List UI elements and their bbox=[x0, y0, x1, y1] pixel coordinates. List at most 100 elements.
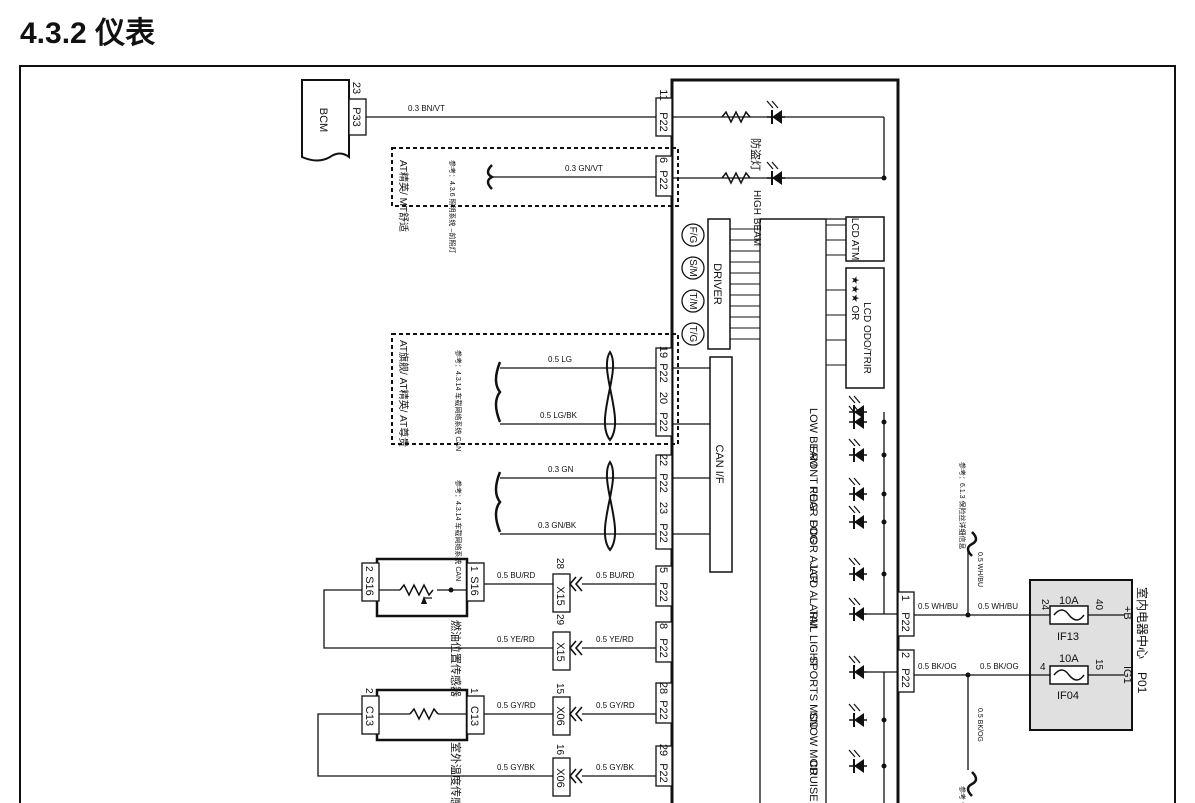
ref-fuse: 参考：6.1.3 保险丝详细信息 bbox=[958, 462, 967, 550]
anti-theft-led-icon bbox=[766, 100, 786, 125]
fuse-rating: 10A bbox=[1059, 595, 1079, 607]
can-reference-box bbox=[391, 333, 679, 445]
anti-theft-label: 防盗灯 bbox=[749, 138, 763, 171]
variant-can: AT旗舰/ AT精英/ AT尊贵 bbox=[397, 340, 410, 447]
plus-b-label: +B bbox=[1121, 606, 1133, 620]
lcd-stars: ★★★ OR bbox=[849, 276, 860, 321]
indicator-label: SNOW MOD bbox=[807, 712, 819, 775]
wire-burd2: 0.5 BU/RD bbox=[596, 571, 634, 580]
wire-burd1: 0.5 BU/RD bbox=[497, 571, 535, 580]
indicator-leds bbox=[848, 395, 868, 774]
fuse-box-label: 室内电器中心 bbox=[1135, 587, 1150, 659]
lcd-atm-block bbox=[845, 216, 885, 262]
p22-pin: 6 bbox=[657, 157, 669, 163]
s16-pin: 2 bbox=[363, 566, 374, 572]
indicator-led-icon bbox=[848, 395, 868, 420]
c13-label: C13 bbox=[468, 706, 480, 726]
x06-pin: 16 bbox=[554, 744, 565, 756]
c13-pin: 1 bbox=[468, 688, 479, 694]
s16-label: S16 bbox=[468, 576, 480, 596]
gauge-tg: T/G bbox=[687, 326, 698, 343]
p33-label: P33 bbox=[350, 107, 362, 127]
indicator-label: SPORTS MOD bbox=[807, 656, 819, 730]
driver-label: DRIVER bbox=[711, 263, 723, 305]
p01-pin: 15 bbox=[1093, 659, 1104, 671]
bcm-module: BCM P33 23 bbox=[301, 79, 367, 162]
lcd-odo-block bbox=[845, 267, 885, 389]
indicator-label: TAIL LIGHT bbox=[807, 610, 819, 668]
gauge-tm: T/M bbox=[687, 292, 698, 309]
p22-pin: 19 bbox=[657, 346, 669, 358]
x06-label: X06 bbox=[554, 768, 566, 788]
wire-bnvt: 0.3 BN/VT bbox=[408, 104, 445, 113]
lcd-odo-label: LCD ODO/TRIR bbox=[861, 302, 872, 374]
gauge-sm: S/M bbox=[687, 259, 698, 277]
indicator-label: FRONT FOG bbox=[807, 446, 819, 511]
s16-pin: 1 bbox=[468, 566, 479, 572]
ig1-label: IG1 bbox=[1121, 666, 1133, 684]
wire-whbu-vertical: 0.5 WH/BU bbox=[976, 552, 983, 587]
wire-gybk1: 0.5 GY/BK bbox=[497, 763, 535, 772]
indicator-led-icon bbox=[848, 557, 868, 582]
twisted-pair-icon bbox=[604, 350, 616, 442]
ref-can1: 参考：4.3.14 车载网络系统 CAN bbox=[454, 350, 463, 451]
connector-chevron-icon bbox=[569, 768, 583, 784]
wire-gyrd1: 0.5 GY/RD bbox=[497, 701, 536, 710]
instrument-cluster bbox=[670, 78, 900, 803]
p22-pin: 5 bbox=[657, 567, 669, 573]
fuse-if04: IF04 bbox=[1057, 690, 1079, 702]
p22-label: P22 bbox=[657, 112, 669, 132]
p22-pin: 28 bbox=[657, 682, 669, 694]
p22-pin: 20 bbox=[657, 392, 669, 404]
indicator-led-icon bbox=[848, 655, 868, 680]
x15-pin: 28 bbox=[554, 558, 565, 570]
c13-pin: 2 bbox=[363, 688, 374, 694]
fuse-if13: IF13 bbox=[1057, 631, 1079, 643]
p22-label: P22 bbox=[657, 700, 669, 720]
can-if-block bbox=[709, 356, 733, 573]
temp-sensor-label: 室外温度传感器 bbox=[449, 742, 463, 803]
indicator-led-icon bbox=[848, 477, 868, 502]
p01-pin: 4 bbox=[1040, 662, 1046, 673]
lighting-reference-box bbox=[391, 147, 679, 207]
x06-pin: 15 bbox=[554, 683, 565, 695]
p22-connector-stubs bbox=[655, 97, 915, 787]
diagram-frame bbox=[19, 65, 1176, 803]
indicator-label: DOOR AJAR bbox=[807, 520, 819, 584]
gauge-fg: F/G bbox=[687, 227, 698, 244]
indicator-led-icon bbox=[848, 505, 868, 530]
variant-top: AT精英/ MT舒适 bbox=[397, 160, 410, 232]
wire-bkog1: 0.5 BK/OG bbox=[918, 662, 957, 671]
indicator-label: LCD ALARM bbox=[807, 566, 819, 628]
x15-label: X15 bbox=[554, 586, 566, 606]
p22-pin: 23 bbox=[657, 502, 669, 514]
wire-gnvt: 0.3 GN/VT bbox=[565, 164, 603, 173]
ref-can2: 参考：4.3.14 车载网络系统 CAN bbox=[454, 480, 463, 581]
ref-lighting: 参考：4.3.6 照明系统 –前照灯 bbox=[448, 160, 457, 253]
wire-gnbk: 0.3 GN/BK bbox=[538, 521, 577, 530]
x06-label: X06 bbox=[554, 706, 566, 726]
indicator-label: CRUISE bbox=[807, 760, 819, 802]
wire-gn: 0.3 GN bbox=[548, 465, 574, 474]
lcd-atm-label: LCD ATM bbox=[849, 218, 860, 261]
x15-pin: 29 bbox=[554, 614, 565, 626]
wire-bkog2: 0.5 BK/OG bbox=[980, 662, 1019, 671]
p22-label: P22 bbox=[657, 763, 669, 783]
p22-pin: 1 bbox=[899, 595, 911, 601]
fuel-sensor-label: 燃油位置传感器 bbox=[449, 620, 463, 697]
s16-label: S16 bbox=[363, 576, 375, 596]
wire-lg: 0.5 LG bbox=[548, 355, 572, 364]
wire-yerd2: 0.5 YE/RD bbox=[596, 635, 634, 644]
x15-label: X15 bbox=[554, 642, 566, 662]
p01-pin: 40 bbox=[1093, 599, 1104, 611]
p22-label: P22 bbox=[657, 170, 669, 190]
high-beam-led-icon bbox=[766, 161, 786, 186]
p22-label: P22 bbox=[899, 668, 911, 688]
c13-label: C13 bbox=[363, 706, 375, 726]
wire-gybk2: 0.5 GY/BK bbox=[596, 763, 634, 772]
bcm-label: BCM bbox=[317, 108, 329, 132]
p22-pin: 29 bbox=[657, 744, 669, 756]
p33-pin: 23 bbox=[350, 82, 362, 94]
p22-label: P22 bbox=[657, 363, 669, 383]
